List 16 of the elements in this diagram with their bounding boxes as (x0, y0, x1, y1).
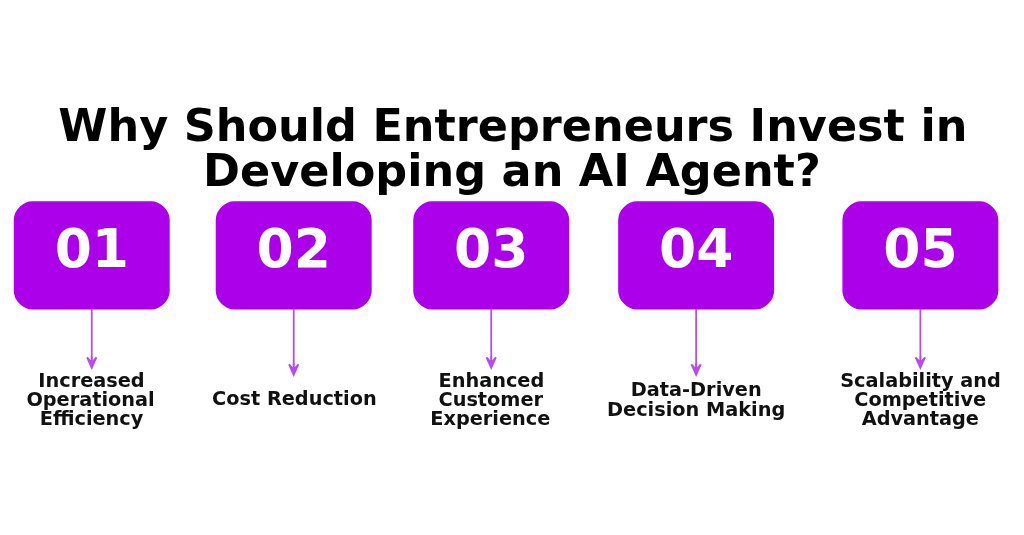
node-text: Data-Driven Decision Making (607, 377, 786, 421)
diagram-title: Why Should Entrepreneurs Invest in Developing an AI Agent? (58, 99, 968, 197)
node-box: 01 (13, 200, 170, 310)
node-box: 05 (842, 200, 999, 310)
node-text: Cost Reduction (212, 386, 377, 410)
node-text: Enhanced Customer Experience (430, 368, 551, 430)
arrow (86, 307, 98, 369)
arrow (288, 307, 300, 376)
node-box: 03 (413, 200, 570, 310)
arrow (690, 307, 702, 376)
node-text: Increased Operational Efficiency (26, 368, 155, 430)
arrow (485, 307, 497, 369)
node-box: 02 (215, 200, 372, 310)
node-box: 04 (618, 200, 775, 310)
node-text: Scalability and Competitive Advantage (840, 368, 1001, 430)
arrow (914, 307, 926, 369)
